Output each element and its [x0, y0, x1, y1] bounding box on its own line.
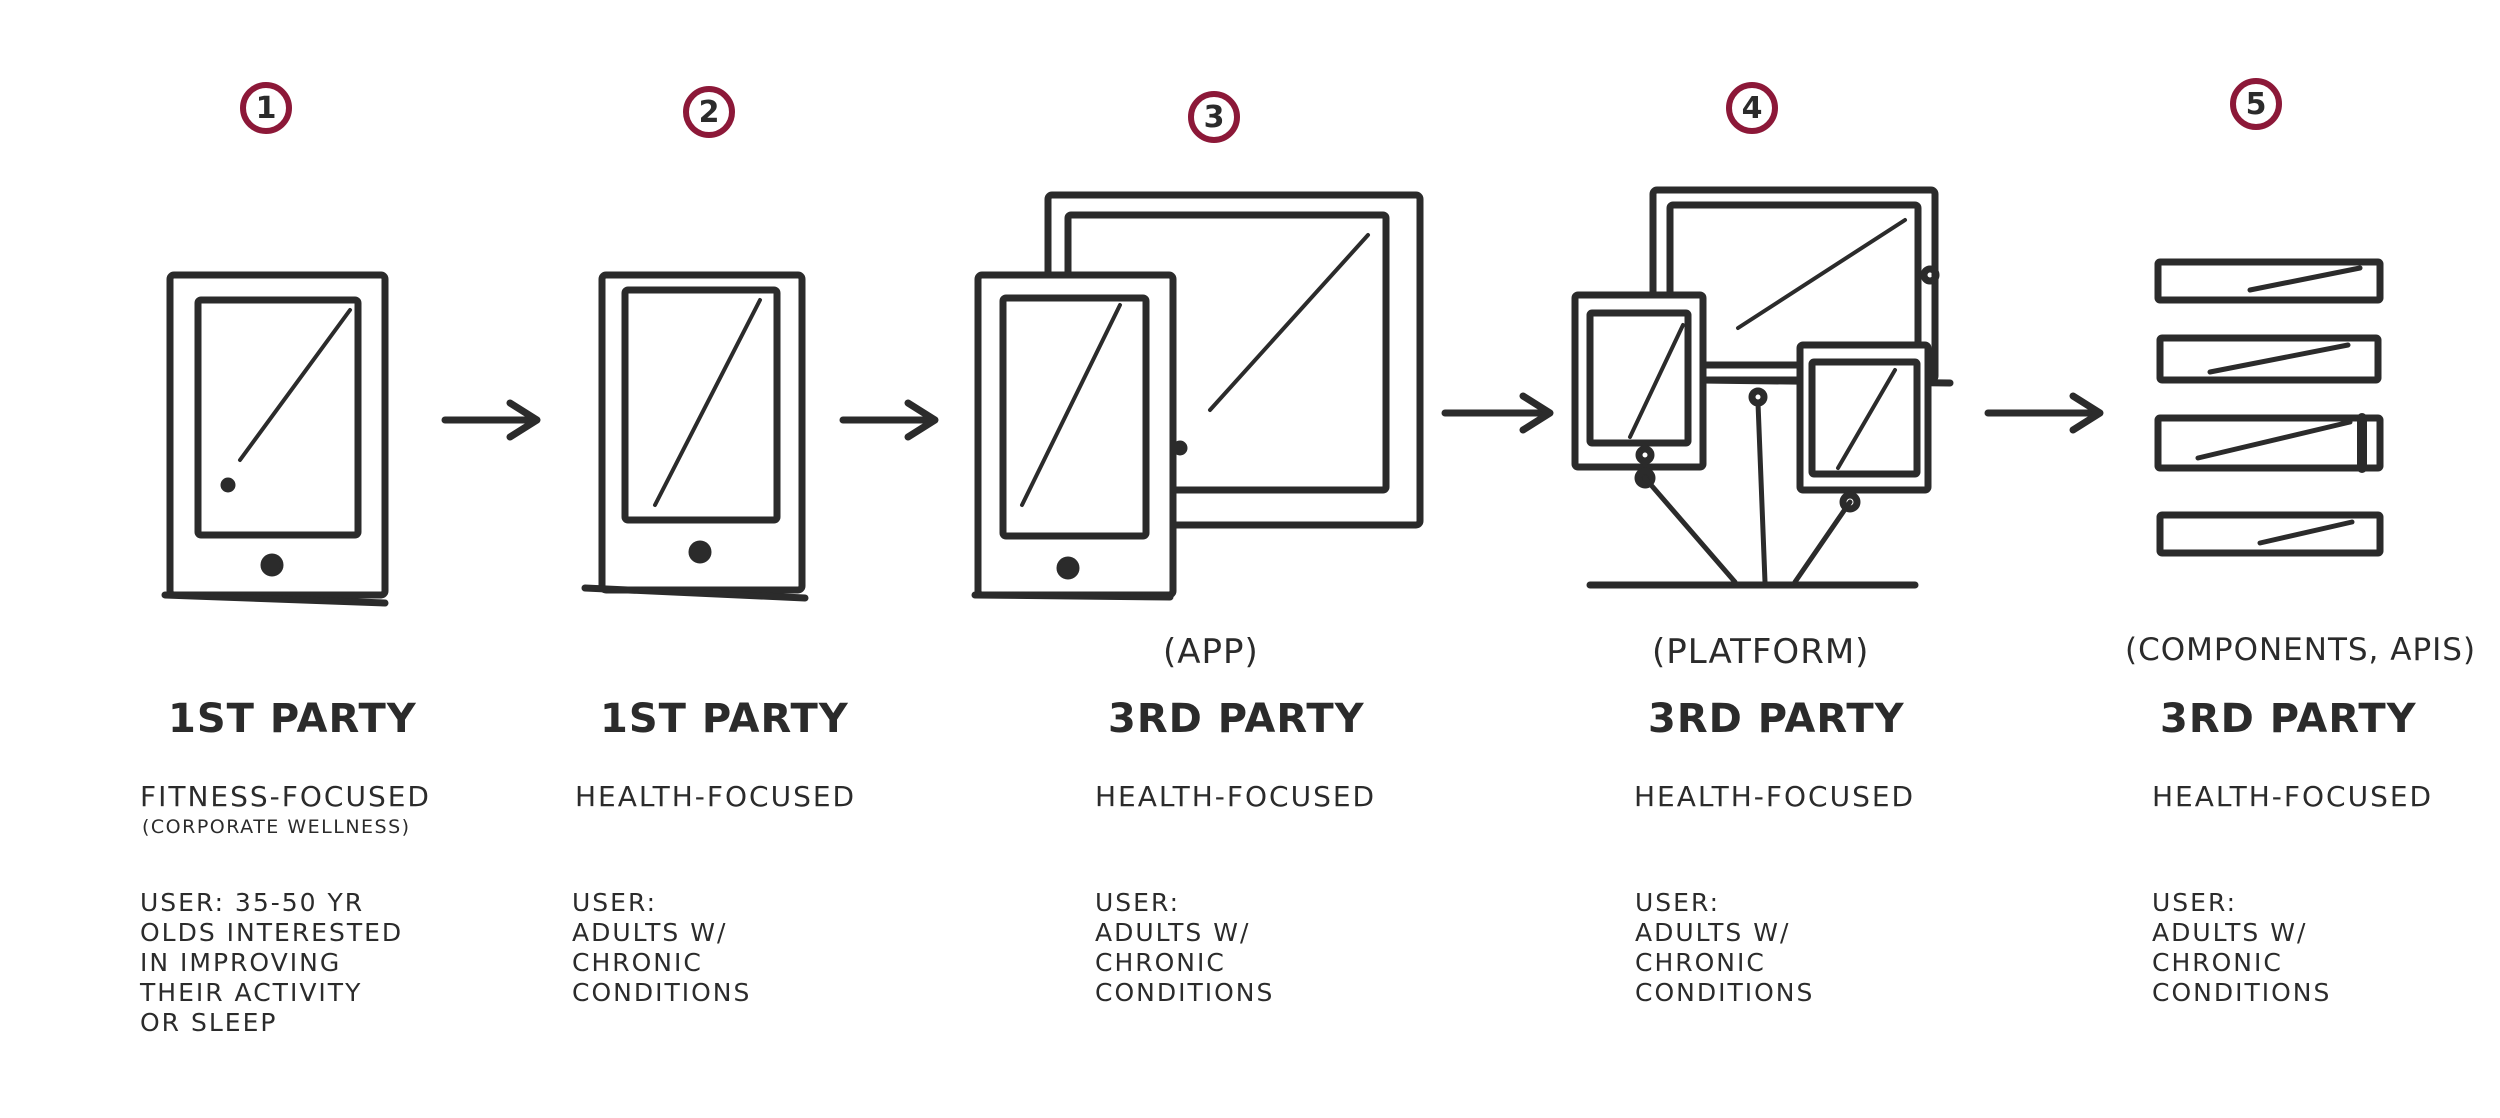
party-label: 1ST PARTY — [168, 696, 417, 742]
arrow-right-icon — [1441, 392, 1554, 434]
party-label: 1ST PARTY — [600, 696, 849, 742]
stage-3: 3 (APP) 3RD PARTY HEALTH-FOCUSED USER: A… — [0, 0, 1374, 1118]
phone-icon — [581, 271, 809, 602]
focus-label: HEALTH-FOCUSED — [2152, 780, 2434, 813]
stage-2: 2 1ST PARTY HEALTH-FOCUSED USER: ADULTS … — [0, 0, 854, 1118]
arrow-right-icon — [441, 399, 541, 441]
component-stack-icon — [2154, 258, 2384, 557]
arrow-right-icon — [1984, 392, 2104, 434]
user-description: USER: ADULTS W/ CHRONIC CONDITIONS — [2152, 888, 2332, 1007]
phone-and-tablet-icon — [971, 191, 1424, 601]
focus-note: (CORPORATE WELLNESS) — [142, 816, 411, 838]
qualifier-label: (APP) — [1163, 632, 1259, 672]
focus-label: FITNESS-FOCUSED — [140, 780, 431, 813]
user-description: USER: 35-50 YR OLDS INTERESTED IN IMPROV… — [140, 888, 404, 1037]
focus-label: HEALTH-FOCUSED — [1095, 780, 1377, 813]
stage-1: 1 1ST PARTY FITNESS-FOCUSED (CORPORATE W… — [0, 0, 500, 1118]
qualifier-label: (PLATFORM) — [1652, 632, 1870, 672]
step-number-badge: 3 — [1188, 91, 1240, 143]
phone-icon — [161, 271, 389, 607]
user-description: USER: ADULTS W/ CHRONIC CONDITIONS — [1095, 888, 1275, 1007]
focus-label: HEALTH-FOCUSED — [1634, 780, 1916, 813]
focus-label: HEALTH-FOCUSED — [575, 780, 857, 813]
connected-devices-icon — [1571, 186, 1954, 589]
step-number-badge: 1 — [240, 82, 292, 134]
party-label: 3RD PARTY — [2160, 696, 2417, 742]
stage-4: 4 (PLATFORM) 3RD PARTY HEALTH-FOCUSED US… — [0, 0, 1913, 1118]
party-label: 3RD PARTY — [1108, 696, 1365, 742]
step-number-badge: 5 — [2230, 78, 2282, 130]
step-number-badge: 2 — [683, 86, 735, 138]
party-label: 3RD PARTY — [1648, 696, 1905, 742]
user-description: USER: ADULTS W/ CHRONIC CONDITIONS — [1635, 888, 1815, 1007]
arrow-right-icon — [839, 399, 939, 441]
qualifier-label: (COMPONENTS, APIS) — [2125, 632, 2477, 668]
step-number-badge: 4 — [1726, 82, 1778, 134]
user-description: USER: ADULTS W/ CHRONIC CONDITIONS — [572, 888, 752, 1007]
